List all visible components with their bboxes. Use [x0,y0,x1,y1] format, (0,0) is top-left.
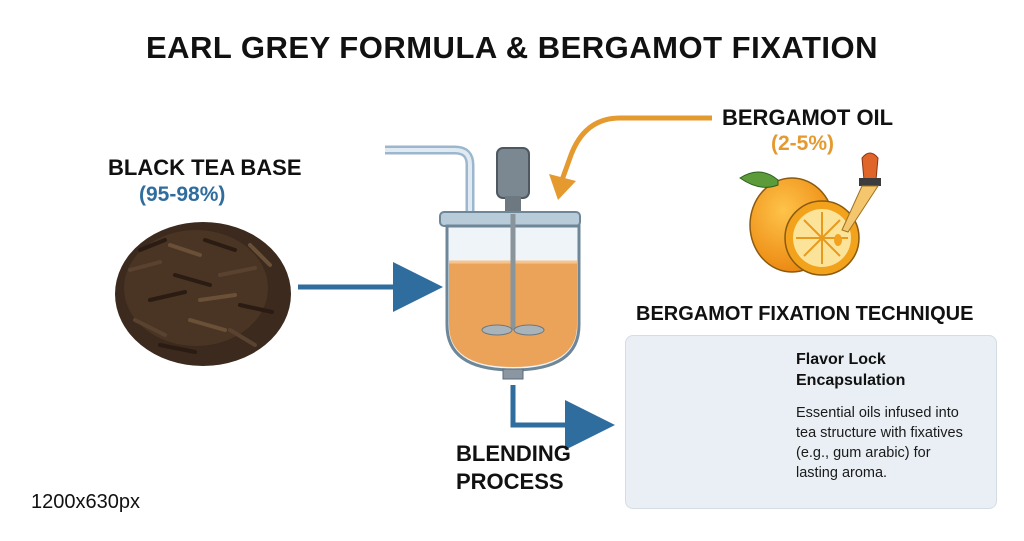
fixation-body-line1: Essential oils infused into [796,405,959,421]
oil-to-tank-arrow [549,115,712,200]
mixing-tank [439,147,581,380]
tea-base-label: BLACK TEA BASE [108,155,302,180]
page-title: EARL GREY FORMULA & BERGAMOT FIXATION [145,30,879,65]
fixation-body-line4: lasting aroma. [796,465,888,481]
size-note: 1200x630px [31,491,140,513]
tea-base-percent: (95-98%) [139,183,226,206]
fixation-panel [625,335,997,509]
dropper-icon [834,152,881,246]
bergamot-oil-percent: (2-5%) [771,132,835,155]
fixation-description: Essential oils infused into tea structur… [796,403,991,483]
fixation-body-line2: tea structure with fixatives [796,425,963,441]
fixation-heading: Flavor Lock Encapsulation [796,349,986,391]
fixation-heading-line2: Encapsulation [796,372,906,389]
motor-icon [496,147,530,199]
blending-process-line2: PROCESS [456,469,564,494]
outlet-arrow [510,385,615,450]
fixation-title: BERGAMOT FIXATION TECHNIQUE [636,303,974,325]
bergamot-oil-label: BERGAMOT OIL [722,105,894,130]
inlet-pipe [385,145,475,215]
blending-process-label: BLENDING PROCESS [456,440,586,496]
bergamot-fruit-icon [739,171,860,276]
fixation-body-line3: (e.g., gum arabic) for [796,445,931,461]
tea-leaves-pile [115,222,291,366]
blending-process-line1: BLENDING [456,441,571,466]
fixation-heading-line1: Flavor Lock [796,351,886,368]
